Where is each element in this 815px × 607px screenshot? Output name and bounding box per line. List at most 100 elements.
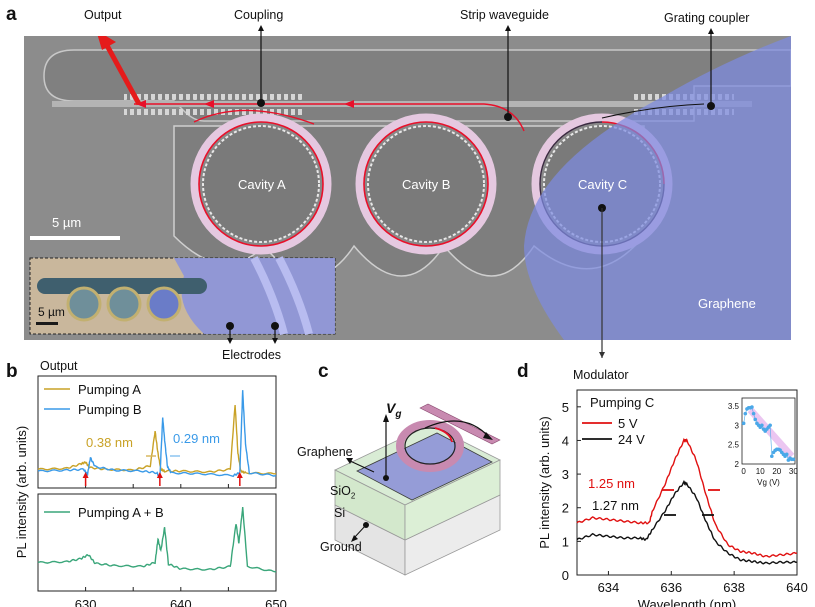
b-bottom-frame <box>37 493 277 592</box>
b-annotation-fsr-a: 0.38 nm <box>86 435 133 450</box>
panel-c-letter: c <box>318 361 329 382</box>
grating-left-bottom <box>124 109 304 115</box>
label-modulator: Modulator <box>573 368 629 382</box>
label-ground: Ground <box>320 540 362 554</box>
label-coupling: Coupling <box>234 8 284 22</box>
d-inset-point <box>750 405 754 409</box>
b-top-frame <box>37 375 277 489</box>
label-grating-coupler: Grating coupler <box>664 11 750 25</box>
label-cavity-a: Cavity A <box>238 177 286 192</box>
d-inset-ytick-label: 3.5 <box>728 402 740 411</box>
b-annotation-fsr-b: 0.29 nm <box>173 431 220 446</box>
d-annotation-fwhm-5v: 1.25 nm <box>588 476 635 491</box>
ground-pointer <box>353 524 367 539</box>
d-inset-xtick-label: 30 <box>789 467 798 476</box>
grating-left-top <box>124 94 304 100</box>
d-series-5v <box>576 437 798 558</box>
label-output: Output <box>84 8 122 22</box>
sem-image <box>24 36 791 340</box>
b-ylabel: PL intensity (arb. units) <box>14 426 29 558</box>
d-inset-xlabel: Vg (V) <box>757 478 780 487</box>
light-arrow-head <box>136 100 146 108</box>
label-c-graphene: Graphene <box>297 445 353 459</box>
b-red-arrow-head <box>82 472 89 478</box>
light-path-b <box>483 103 525 132</box>
d-series-24v <box>576 479 798 565</box>
d-legend-label: 24 V <box>618 432 645 447</box>
d-ytick-label: 5 <box>562 400 569 415</box>
optical-inset <box>29 256 336 336</box>
label-electrodes: Electrodes <box>222 348 282 362</box>
label-graphene: Graphene <box>698 296 756 311</box>
label-strip-waveguide: Strip waveguide <box>460 8 549 22</box>
b-top-series-a <box>37 404 277 475</box>
label-cavity-c: Cavity C <box>578 177 628 192</box>
d-inset-ytick-label: 3 <box>735 421 740 430</box>
vg-subscript: g <box>395 408 402 420</box>
d-inset-point <box>770 454 774 459</box>
panel-c-schematic <box>334 403 501 576</box>
label-si: Si <box>334 506 346 520</box>
light-arrow-head <box>344 100 354 108</box>
d-inset-xtick-label: 0 <box>741 467 746 476</box>
sio2-text: SiO <box>330 484 351 498</box>
d-inset-ytick-label: 2.5 <box>728 441 740 450</box>
panel-a-letter: a <box>6 4 17 25</box>
b-top-series-b <box>37 390 277 480</box>
sio2-subscript: 2 <box>350 491 356 501</box>
d-inset-xtick-label: 20 <box>772 467 781 476</box>
b-xtick-label: 630 <box>75 597 97 607</box>
d-xtick-label: 638 <box>723 580 745 595</box>
b-xtick-label: 640 <box>170 597 192 607</box>
panel-a-pointers <box>226 25 715 358</box>
d-ytick-label: 2 <box>562 501 569 516</box>
d-legend-title: Pumping C <box>590 395 654 410</box>
graphene-pointer <box>347 459 375 473</box>
d-inset-point <box>784 452 789 457</box>
d-inset-trend-arrow <box>747 407 795 459</box>
panel-d-letter: d <box>517 361 529 382</box>
panel-b-letter: b <box>6 361 18 382</box>
d-inset-point <box>791 457 796 462</box>
scale-bar <box>30 236 120 240</box>
b-xtick-label: 650 <box>265 597 287 607</box>
d-inset-point <box>743 411 748 416</box>
d-inset-point <box>768 423 772 428</box>
b-red-arrow-head <box>236 472 243 478</box>
ring-resonator <box>396 420 464 472</box>
d-xlabel: Wavelength (nm) <box>638 597 737 607</box>
light-arrow-head <box>204 100 214 108</box>
d-inset-point <box>751 411 756 416</box>
label-cavity-b: Cavity B <box>402 177 451 192</box>
b-red-arrow-head <box>156 472 163 478</box>
graphene-overlay <box>524 36 791 340</box>
label-sio2: SiO2 <box>330 484 355 501</box>
d-annotation-fwhm-24v: 1.27 nm <box>592 498 639 513</box>
panel-b-title: Output <box>40 359 78 373</box>
d-ytick-label: 3 <box>562 467 569 482</box>
d-inset-ytick-label: 2 <box>735 460 740 469</box>
d-inset-point <box>741 421 746 426</box>
label-inset-scale-bar: 5 µm <box>38 305 65 319</box>
vg-text: V <box>386 400 396 416</box>
d-xtick-label: 640 <box>786 580 808 595</box>
cavity-a <box>190 113 332 255</box>
d-ytick-label: 1 <box>562 534 569 549</box>
d-ytick-label: 4 <box>562 433 569 448</box>
output-arrow-head <box>97 36 116 50</box>
b-legend-label: Pumping B <box>78 402 142 417</box>
d-legend-label: 5 V <box>618 416 638 431</box>
d-ytick-label: 0 <box>562 568 569 583</box>
ring-light-path <box>404 427 456 465</box>
bus-waveguide <box>419 403 501 445</box>
b-legend-label: Pumping A + B <box>78 505 164 520</box>
d-inset-point <box>760 423 764 428</box>
coupling-pointer <box>601 103 705 119</box>
d-inset-point <box>753 417 758 422</box>
d-inset-xtick-label: 10 <box>756 467 765 476</box>
b-bottom-series <box>37 507 277 573</box>
d-frame <box>576 389 798 576</box>
label-vg: Vg <box>386 400 401 420</box>
